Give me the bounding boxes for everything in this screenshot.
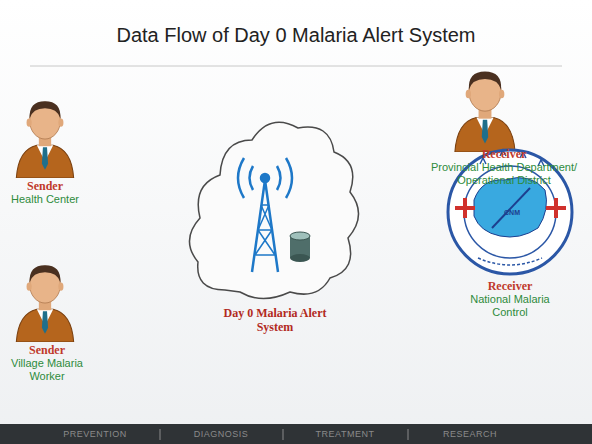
- sender-label: Sender: [4, 344, 90, 357]
- cloud: [189, 122, 358, 298]
- system-label: Day 0 Malaria Alert System: [215, 306, 335, 334]
- footer-item: RESEARCH: [443, 429, 497, 439]
- title-rule: [30, 66, 562, 67]
- role-description: Village Malaria Worker: [4, 357, 90, 383]
- footer-item: TREATMENT: [316, 429, 375, 439]
- receiver-label: Receiver: [420, 148, 588, 161]
- footer-item: DIAGNOSIS: [194, 429, 249, 439]
- receiver-icon: [455, 71, 515, 152]
- slide-title: Data Flow of Day 0 Malaria Alert System: [0, 24, 592, 47]
- role-description: Health Center: [5, 193, 85, 206]
- role-description: National Malaria Control: [455, 293, 565, 319]
- node-group: ReceiverNational Malaria Control: [455, 280, 565, 319]
- role-description: Provincial Health Department/ Operationa…: [420, 161, 588, 187]
- logo-text: CNM: [504, 209, 520, 216]
- footer-bar: [0, 424, 592, 444]
- database-icon: [290, 232, 310, 262]
- footer-item: PREVENTION: [63, 429, 127, 439]
- node-group: SenderVillage Malaria Worker: [4, 344, 90, 383]
- node-group: Day 0 Malaria Alert System: [215, 306, 335, 334]
- sender-icon: [16, 265, 73, 342]
- receiver-label: Receiver: [455, 280, 565, 293]
- sender-icon: [16, 101, 73, 178]
- radio-tower: [238, 158, 292, 272]
- node-group: ReceiverProvincial Health Department/ Op…: [420, 148, 588, 187]
- footer-separators: [160, 429, 408, 440]
- sender-label: Sender: [5, 180, 85, 193]
- node-group: SenderHealth Center: [5, 180, 85, 206]
